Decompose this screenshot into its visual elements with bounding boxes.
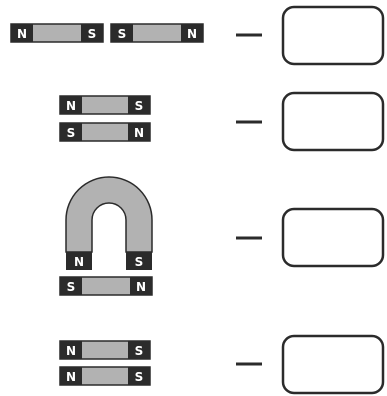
pole-label: S (135, 99, 144, 113)
pole-label: N (187, 27, 197, 41)
row-4: N S N S (60, 336, 383, 393)
pole-label: S (135, 255, 144, 269)
bar-magnet: N S (60, 96, 150, 114)
row-3: N S S N (60, 177, 383, 295)
pole-label: S (88, 27, 97, 41)
pole-label: N (66, 370, 76, 384)
bar-magnet: N S (60, 367, 150, 385)
bar-magnet: S N (111, 24, 203, 42)
pole-label: S (67, 280, 76, 294)
bar-magnet: S N (60, 277, 152, 295)
answer-box[interactable] (283, 336, 383, 393)
row-2: N S S N (60, 93, 383, 150)
answer-box[interactable] (283, 7, 383, 64)
pole-label: N (66, 99, 76, 113)
bar-magnet: N S (60, 341, 150, 359)
pole-label: S (118, 27, 127, 41)
bar-magnet: N S (11, 24, 103, 42)
pole-label: N (66, 344, 76, 358)
pole-label: N (134, 126, 144, 140)
horseshoe-magnet: N S (66, 177, 152, 270)
bar-magnet: S N (60, 123, 150, 141)
answer-box[interactable] (283, 93, 383, 150)
pole-label: N (74, 255, 84, 269)
pole-label: S (135, 344, 144, 358)
horseshoe-body (66, 177, 152, 252)
pole-label: N (17, 27, 27, 41)
answer-box[interactable] (283, 209, 383, 266)
row-1: N S S N (11, 7, 383, 64)
pole-label: N (136, 280, 146, 294)
pole-label: S (67, 126, 76, 140)
pole-label: S (135, 370, 144, 384)
